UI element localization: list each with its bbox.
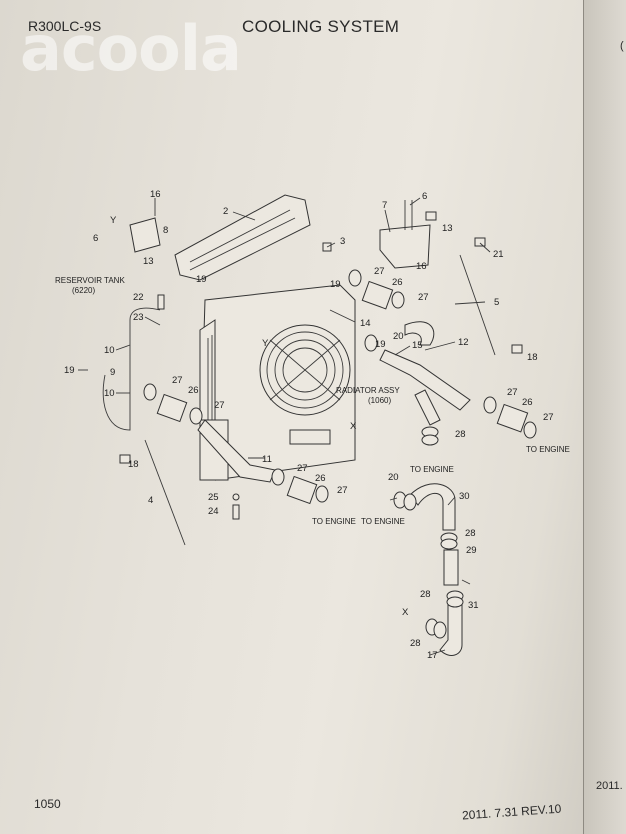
callout-22: 22 bbox=[133, 292, 144, 303]
adjacent-page-edge bbox=[583, 0, 626, 834]
callout-5: 5 bbox=[494, 297, 499, 308]
callout-x: X bbox=[402, 607, 409, 618]
callout-27: 27 bbox=[374, 266, 385, 277]
callout-13: 13 bbox=[143, 256, 154, 267]
page-number: 1050 bbox=[34, 797, 61, 811]
callout-19: 19 bbox=[64, 365, 75, 376]
callout-24: 24 bbox=[208, 506, 219, 517]
callout-15: 15 bbox=[412, 340, 423, 351]
to-engine-label: TO ENGINE bbox=[361, 517, 405, 526]
callout-8: 8 bbox=[163, 225, 168, 236]
radiator-assy-code: (1060) bbox=[368, 396, 391, 405]
callout-27: 27 bbox=[337, 485, 348, 496]
callout-20: 20 bbox=[388, 472, 399, 483]
callout-17: 17 bbox=[427, 650, 438, 661]
callout-14: 14 bbox=[360, 318, 371, 329]
callout-19: 19 bbox=[196, 274, 207, 285]
adjacent-page-date: 2011. bbox=[596, 780, 623, 792]
callout-12: 12 bbox=[458, 337, 469, 348]
callout-19: 19 bbox=[330, 279, 341, 290]
model-number: R300LC-9S bbox=[28, 18, 102, 34]
callout-19: 19 bbox=[375, 339, 386, 350]
radiator-assy-label: RADIATOR ASSY bbox=[336, 386, 400, 395]
callout-27: 27 bbox=[297, 463, 308, 474]
callout-27: 27 bbox=[507, 387, 518, 398]
callout-7: 7 bbox=[382, 200, 387, 211]
callout-21: 21 bbox=[493, 249, 504, 260]
lower-pipes bbox=[409, 483, 463, 656]
callout-y: Y bbox=[110, 215, 117, 226]
callout-y: Y bbox=[262, 338, 269, 349]
callout-20: 20 bbox=[393, 331, 404, 342]
callout-16: 16 bbox=[150, 189, 161, 200]
upper-hoses bbox=[361, 280, 529, 433]
reservoir-tank-label: RESERVOIR TANK bbox=[55, 276, 125, 285]
watermark-logo: acoola bbox=[20, 12, 242, 85]
to-engine-label: TO ENGINE bbox=[526, 445, 570, 454]
callout-28: 28 bbox=[455, 429, 466, 440]
callout-26: 26 bbox=[188, 385, 199, 396]
diagram-captions: RESERVOIR TANK (6220) RADIATOR ASSY (106… bbox=[55, 276, 570, 526]
callout-27: 27 bbox=[543, 412, 554, 423]
reservoir-tank-code: (6220) bbox=[72, 286, 95, 295]
callout-27: 27 bbox=[172, 375, 183, 386]
to-engine-label: TO ENGINE bbox=[410, 465, 454, 474]
radiator-assembly bbox=[199, 284, 356, 481]
callout-6: 6 bbox=[422, 191, 427, 202]
callout-18: 18 bbox=[527, 352, 538, 363]
leader-lines bbox=[78, 197, 491, 656]
cooling-system-exploded-diagram: 16 6 7 13 Y 8 6 13 2 3 21 16 27 26 19 19… bbox=[55, 189, 570, 661]
callout-26: 26 bbox=[315, 473, 326, 484]
callout-6: 6 bbox=[93, 233, 98, 244]
callout-18: 18 bbox=[128, 459, 139, 470]
clamps bbox=[119, 211, 537, 639]
callout-10: 10 bbox=[104, 345, 115, 356]
callout-11: 11 bbox=[262, 454, 272, 465]
callout-16: 16 bbox=[416, 261, 427, 272]
callout-9: 9 bbox=[110, 367, 115, 378]
callout-27: 27 bbox=[214, 400, 225, 411]
page-title: COOLING SYSTEM bbox=[242, 17, 400, 36]
callout-2: 2 bbox=[223, 206, 228, 217]
callout-13: 13 bbox=[442, 223, 453, 234]
callout-28: 28 bbox=[465, 528, 476, 539]
callout-23: 23 bbox=[133, 312, 144, 323]
callout-25: 25 bbox=[208, 492, 219, 503]
callout-10: 10 bbox=[104, 388, 115, 399]
top-bracket bbox=[174, 194, 311, 281]
callout-27: 27 bbox=[418, 292, 429, 303]
callout-30: 30 bbox=[459, 491, 470, 502]
callout-26: 26 bbox=[522, 397, 533, 408]
callout-26: 26 bbox=[392, 277, 403, 288]
part-callouts: 16 6 7 13 Y 8 6 13 2 3 21 16 27 26 19 19… bbox=[64, 189, 554, 661]
callout-3: 3 bbox=[340, 236, 345, 247]
callout-31: 31 bbox=[468, 600, 479, 611]
callout-28: 28 bbox=[420, 589, 431, 600]
callout-x: X bbox=[350, 421, 357, 432]
callout-29: 29 bbox=[466, 545, 477, 556]
to-engine-label: TO ENGINE bbox=[312, 517, 356, 526]
adjacent-page-ref: ( bbox=[620, 40, 624, 52]
left-hoses bbox=[156, 393, 318, 505]
callout-4: 4 bbox=[148, 495, 153, 506]
callout-28: 28 bbox=[410, 638, 421, 649]
